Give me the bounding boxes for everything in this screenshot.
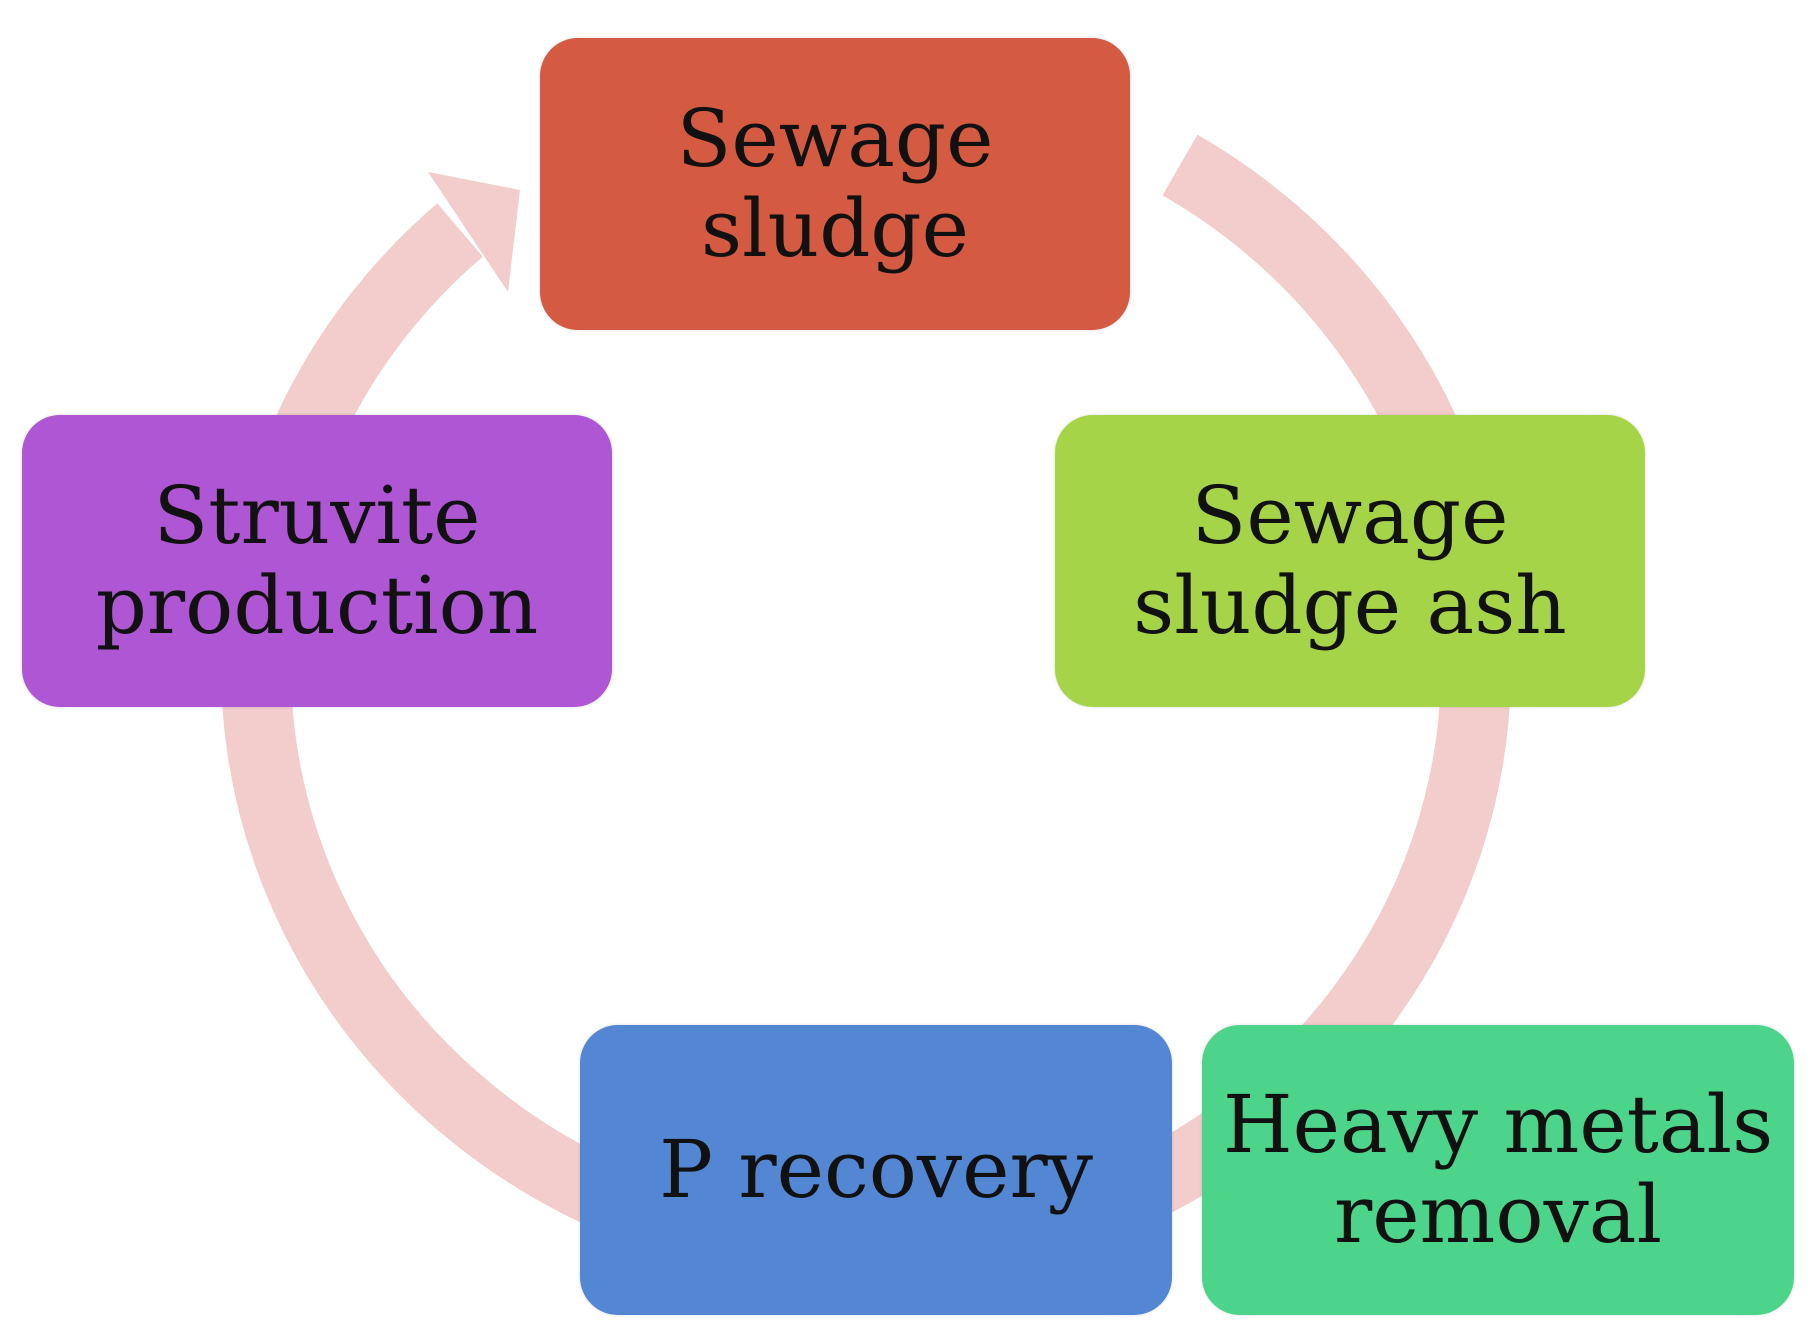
node-sewage-sludge-ash-label: Sewage sludge ash [1133,469,1567,652]
node-sewage-sludge-label: Sewage sludge [676,92,994,275]
node-p-recovery: P recovery [580,1025,1172,1315]
node-struvite-production: Struvite production [22,415,612,707]
node-heavy-metals-removal-label: Heavy metals removal [1222,1078,1774,1261]
node-sewage-sludge-ash: Sewage sludge ash [1055,415,1645,707]
node-p-recovery-label: P recovery [659,1123,1093,1217]
node-heavy-metals-removal: Heavy metals removal [1202,1025,1794,1315]
node-sewage-sludge: Sewage sludge [540,38,1130,330]
cycle-arrowhead-icon [428,172,520,292]
node-struvite-production-label: Struvite production [95,469,539,652]
